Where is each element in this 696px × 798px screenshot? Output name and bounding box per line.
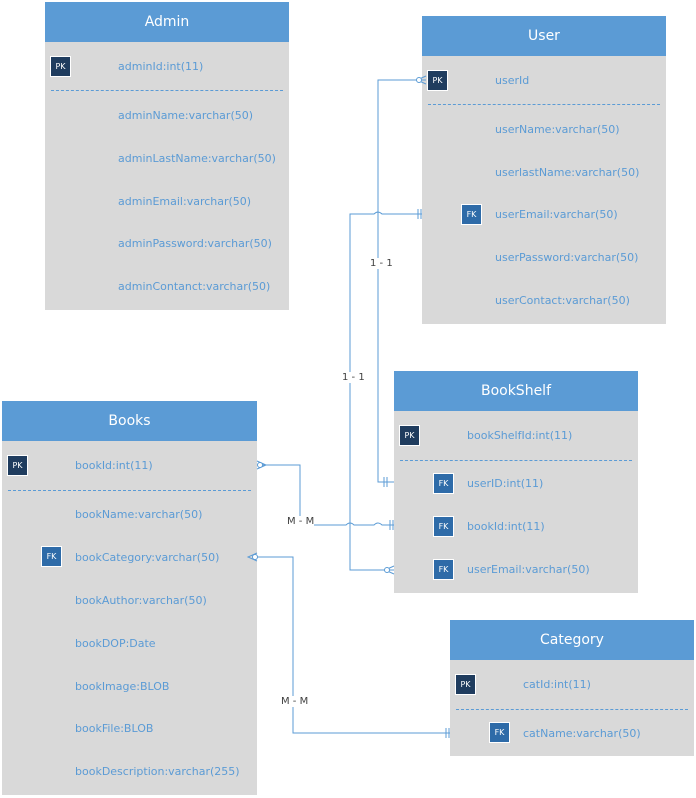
field: userlastName:varchar(50) (495, 166, 640, 179)
field: userEmail:varchar(50) (495, 208, 618, 221)
optional-marker (252, 554, 258, 560)
pk-field: adminId:int(11) (118, 60, 204, 73)
field: adminLastName:varchar(50) (118, 152, 276, 165)
field: bookDescription:varchar(255) (75, 765, 240, 778)
fk-badge: FK (461, 204, 482, 225)
field: userID:int(11) (467, 477, 544, 490)
field: bookImage:BLOB (75, 680, 170, 693)
field: adminName:varchar(50) (118, 109, 254, 122)
entity-title: User (422, 16, 666, 56)
field: adminEmail:varchar(50) (118, 195, 252, 208)
field: adminPassword:varchar(50) (118, 237, 272, 250)
entity-title: Books (2, 401, 257, 441)
pk-field: bookId:int(11) (75, 459, 153, 472)
field: userEmail:varchar(50) (467, 563, 590, 576)
field: bookName:varchar(50) (75, 508, 203, 521)
optional-marker (257, 462, 263, 468)
entity-title: BookShelf (394, 371, 638, 411)
fk-badge: FK (433, 516, 454, 537)
entity-title: Admin (45, 2, 289, 42)
field-separator (456, 709, 688, 710)
pk-badge: PK (455, 674, 476, 695)
fk-badge: FK (41, 546, 62, 567)
connector-user-email-bookshelf-email (349, 211, 422, 571)
entity-category: Category PK catId:int(11) FK catName:var… (450, 620, 694, 756)
connector-books-category (257, 556, 450, 734)
relationship-label: 1 - 1 (342, 372, 365, 383)
pk-badge: PK (50, 56, 71, 77)
field: adminContanct:varchar(50) (118, 280, 271, 293)
optional-marker (384, 567, 390, 573)
pk-field: bookShelfId:int(11) (467, 429, 573, 442)
fk-badge: FK (433, 473, 454, 494)
relationship-label: 1 - 1 (370, 258, 393, 269)
pk-badge: PK (7, 455, 28, 476)
fk-badge: FK (489, 722, 510, 743)
field: bookCategory:varchar(50) (75, 551, 220, 564)
field: bookDOP:Date (75, 637, 156, 650)
bar-marker (417, 209, 422, 219)
connector-user-userid-bookshelf-userid (377, 79, 426, 483)
entity-books: Books PK bookId:int(11) bookName:varchar… (2, 401, 257, 795)
optional-marker (416, 77, 422, 83)
field: userContact:varchar(50) (495, 294, 630, 307)
pk-field: userId (495, 74, 530, 87)
field-separator (8, 490, 251, 491)
pk-badge: PK (427, 70, 448, 91)
pk-field: catId:int(11) (523, 678, 591, 691)
field: bookId:int(11) (467, 520, 545, 533)
entity-user: User PK userId userName:varchar(50) user… (422, 16, 666, 324)
field: bookAuthor:varchar(50) (75, 594, 207, 607)
entity-title: Category (450, 620, 694, 660)
field: catName:varchar(50) (523, 727, 641, 740)
entity-bookshelf: BookShelf PK bookShelfId:int(11) FK user… (394, 371, 638, 593)
field-separator (51, 90, 283, 91)
field: bookFile:BLOB (75, 722, 154, 735)
field-separator (428, 104, 660, 105)
bar-marker (445, 728, 450, 738)
field: userName:varchar(50) (495, 123, 620, 136)
entity-admin: Admin PK adminId:int(11) adminName:varch… (45, 2, 289, 310)
field: userPassword:varchar(50) (495, 251, 639, 264)
bar-marker (389, 520, 394, 530)
fk-badge: FK (433, 559, 454, 580)
connector-books-bookshelf (257, 464, 394, 526)
pk-badge: PK (399, 425, 420, 446)
relationship-label: M - M (287, 516, 315, 527)
field-separator (400, 460, 632, 461)
bar-marker (383, 477, 388, 487)
relationship-label: M - M (281, 696, 309, 707)
